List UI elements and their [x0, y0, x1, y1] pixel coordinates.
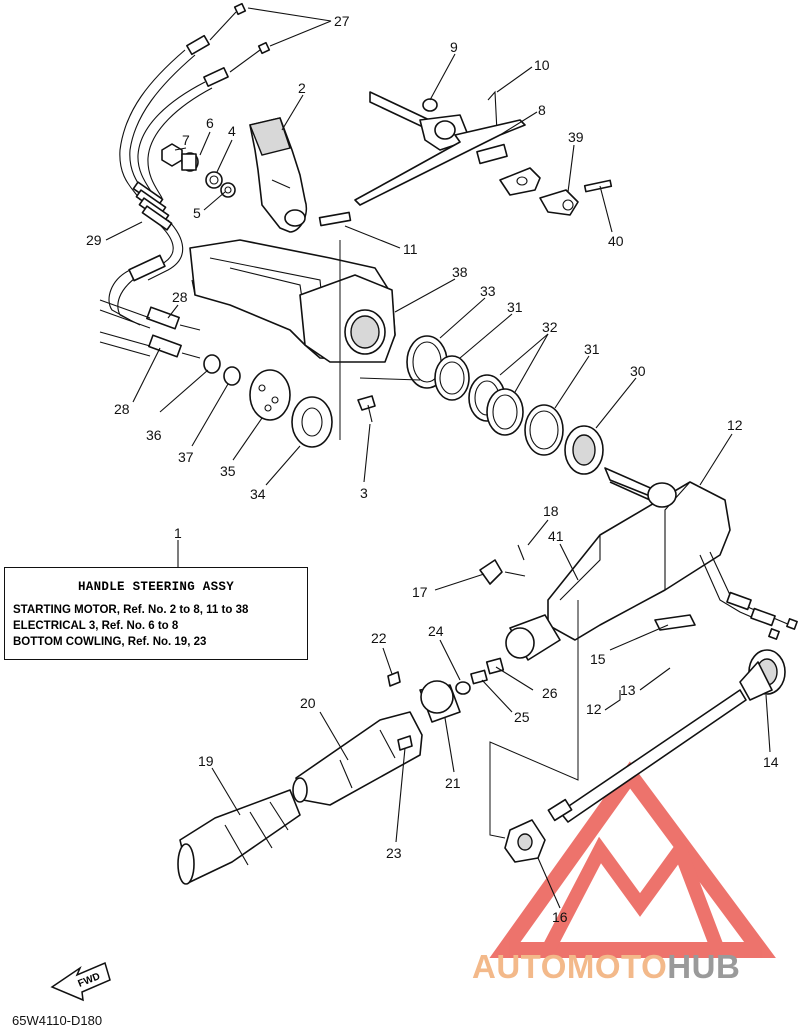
callout-24: 24 — [428, 623, 444, 639]
callout-15: 15 — [590, 651, 606, 667]
callout-16: 16 — [552, 909, 568, 925]
callout-38: 38 — [452, 264, 468, 280]
callout-32: 32 — [542, 319, 558, 335]
cable-joint — [489, 600, 579, 863]
callout-35: 35 — [220, 463, 236, 479]
callout-6: 6 — [206, 115, 214, 131]
callout-36: 36 — [146, 427, 162, 443]
steering-handle-bracket — [189, 211, 396, 363]
callout-37: 37 — [178, 449, 194, 465]
callout-30: 30 — [630, 363, 646, 379]
callout-2: 2 — [298, 80, 306, 96]
callout-9: 9 — [450, 39, 458, 55]
callout-33: 33 — [480, 283, 496, 299]
assembly-reference-line: BOTTOM COWLING, Ref. No. 19, 23 — [13, 636, 207, 648]
callout-11: 11 — [403, 241, 418, 257]
callout-12-arm: 12 — [727, 417, 743, 433]
watermark-logo-icon — [489, 761, 776, 958]
callout-41: 41 — [548, 528, 564, 544]
forward-arrow-icon: FWD — [50, 961, 111, 1002]
callout-23: 23 — [386, 845, 402, 861]
callout-31-upper: 31 — [507, 299, 523, 315]
small-hardware — [161, 143, 236, 198]
callout-27: 27 — [334, 13, 350, 29]
callout-21: 21 — [445, 775, 461, 791]
callout-numbers: 27 9 10 2 8 7 6 4 39 5 29 11 40 38 33 28… — [86, 13, 779, 925]
callout-26: 26 — [542, 685, 558, 701]
callout-18: 18 — [543, 503, 559, 519]
callout-5: 5 — [193, 205, 201, 221]
watermark-text: AUTOMOTOHUB — [472, 948, 740, 986]
diagram-code: 65W4110-D180 — [12, 1013, 103, 1028]
callout-17: 17 — [412, 584, 428, 600]
throttle-grip-assembly — [177, 657, 505, 885]
callout-7: 7 — [182, 132, 190, 148]
steering-arm-housing — [479, 467, 798, 661]
callout-28-top: 28 — [172, 289, 188, 305]
assembly-reference-box: HANDLE STEERING ASSY STARTING MOTOR, Ref… — [4, 567, 308, 660]
callout-25: 25 — [514, 709, 530, 725]
throttle-link-assembly — [354, 90, 613, 216]
callout-20: 20 — [300, 695, 316, 711]
callout-14: 14 — [763, 754, 779, 770]
callout-4: 4 — [228, 123, 236, 139]
lower-hardware — [203, 240, 421, 448]
leader-lines — [105, 7, 771, 909]
callout-40: 40 — [608, 233, 624, 249]
starter-switch-lever — [249, 117, 308, 233]
callout-34: 34 — [250, 486, 266, 502]
harness-cables — [99, 2, 271, 359]
washer-stack — [406, 335, 604, 475]
callout-31-lower: 31 — [584, 341, 600, 357]
callout-12-sub: 12 — [586, 701, 602, 717]
callout-8: 8 — [538, 102, 546, 118]
callout-13: 13 — [620, 682, 636, 698]
assembly-reference-line: STARTING MOTOR, Ref. No. 2 to 8, 11 to 3… — [13, 604, 249, 616]
watermark-text-part2: HUB — [667, 948, 741, 985]
callout-10: 10 — [534, 57, 550, 73]
throttle-cable — [547, 649, 786, 823]
callout-28-bottom: 28 — [114, 401, 130, 417]
callout-3: 3 — [360, 485, 368, 501]
callout-22: 22 — [371, 630, 387, 646]
callout-1: 1 — [174, 525, 182, 541]
watermark-text-part1: AUTOMOTO — [472, 948, 668, 985]
assembly-reference-line: ELECTRICAL 3, Ref. No. 6 to 8 — [13, 620, 179, 632]
callout-19: 19 — [198, 753, 214, 769]
assembly-title: HANDLE STEERING ASSY — [77, 580, 235, 594]
callout-39: 39 — [568, 129, 584, 145]
callout-29: 29 — [86, 232, 102, 248]
